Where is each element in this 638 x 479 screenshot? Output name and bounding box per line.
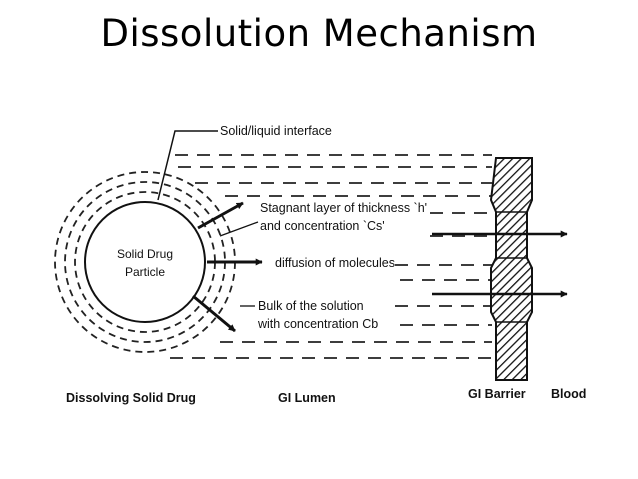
label-bulk-line2: with concentration Cb xyxy=(257,317,378,331)
particle-label-line2: Particle xyxy=(125,265,165,279)
lumen-dash-lines xyxy=(170,154,492,359)
arrow-down-right xyxy=(192,294,236,333)
label-bulk-line1: Bulk of the solution xyxy=(258,299,364,313)
stagnant-pointer-line xyxy=(219,221,259,237)
page-title: Dissolution Mechanism xyxy=(100,12,538,55)
label-stagnant-line2: and concentration `Cs' xyxy=(260,219,385,233)
gi-barrier xyxy=(489,157,533,381)
particle-label-line1: Solid Drug xyxy=(117,247,173,261)
label-interface: Solid/liquid interface xyxy=(220,124,332,138)
region-lumen: GI Lumen xyxy=(278,391,336,405)
region-barrier: GI Barrier xyxy=(468,387,526,401)
arrow-up-right xyxy=(197,201,244,230)
region-blood: Blood xyxy=(551,387,586,401)
label-stagnant-line1: Stagnant layer of thickness `h' xyxy=(260,201,427,215)
interface-pointer-line xyxy=(157,130,218,201)
dissolution-arrows xyxy=(192,201,263,333)
label-diffusion: diffusion of molecules xyxy=(275,256,395,270)
solid-drug-particle xyxy=(84,201,206,323)
absorption-arrows xyxy=(432,230,568,298)
region-dissolving: Dissolving Solid Drug xyxy=(66,391,196,405)
